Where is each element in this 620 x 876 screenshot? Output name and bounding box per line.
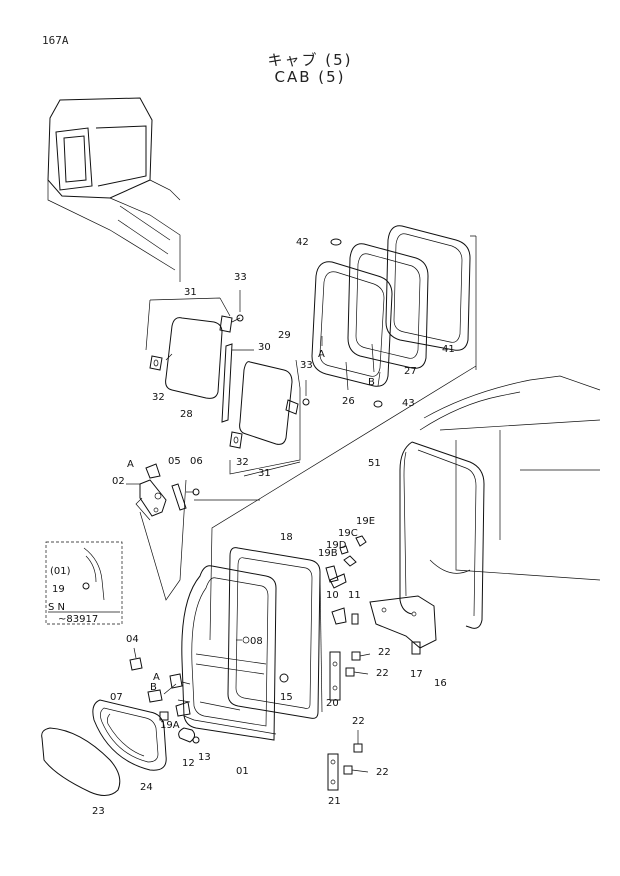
part-label-p18: 18 (280, 532, 293, 543)
part-label-p16: 16 (434, 678, 447, 689)
title-english: CAB (5) (274, 68, 346, 86)
door-seal-24 (92, 699, 167, 771)
part-label-p19D: 19D (326, 540, 347, 551)
part-label-p20: 20 (326, 698, 339, 709)
part-label-pB3: B (150, 682, 157, 693)
upper-window-frames (311, 225, 477, 408)
inset-labels: (01) 19 S N~83917 (48, 566, 98, 625)
panel-23 (41, 727, 121, 796)
part-label-p23: 23 (92, 806, 105, 817)
part-label-p13: 13 (198, 752, 211, 763)
part-label-p01: 01 (236, 766, 249, 777)
window-glass-front (221, 343, 310, 477)
part-label-p32a: 32 (152, 392, 165, 403)
inset-label: (01) (50, 566, 71, 577)
part-label-p27: 27 (404, 366, 417, 377)
part-label-p28: 28 (180, 409, 193, 420)
window-glass-rear (145, 290, 244, 399)
bracket-16 (369, 595, 437, 655)
door-lock-assembly (126, 463, 200, 521)
part-label-pB1: B (368, 377, 375, 388)
part-label-p19B: 19B (318, 548, 338, 559)
part-label-p42: 42 (296, 237, 309, 248)
part-label-p08: 08 (250, 636, 263, 647)
part-label-p33a: 33 (234, 272, 247, 283)
part-label-p22d: 22 (376, 767, 389, 778)
part-label-p41: 41 (442, 344, 455, 355)
part-label-p10: 10 (326, 590, 339, 601)
door-frames (181, 547, 323, 741)
part-label-p51: 51 (368, 458, 381, 469)
inset-label: S N (48, 602, 65, 613)
part-label-p04: 04 (126, 634, 139, 645)
part-label-p21: 21 (328, 796, 341, 807)
part-label-p19E: 19E (356, 516, 375, 527)
side-window-frame-51 (399, 375, 601, 629)
part-label-p15: 15 (280, 692, 293, 703)
part-label-p24: 24 (140, 782, 153, 793)
part-label-pA1: A (318, 349, 325, 360)
part-label-p32b: 32 (236, 457, 249, 468)
part-label-p11: 11 (348, 590, 361, 601)
part-label-p06: 06 (190, 456, 203, 467)
part-label-p22a: 22 (378, 647, 391, 658)
part-label-p30: 30 (258, 342, 271, 353)
part-label-p43: 43 (402, 398, 415, 409)
cab-thumbnail (47, 97, 181, 282)
page-number: 167A (42, 34, 69, 47)
part-label-p26: 26 (342, 396, 355, 407)
part-label-p17: 17 (410, 669, 423, 680)
serial-inset-box (45, 541, 123, 625)
part-label-p31b: 31 (258, 468, 271, 479)
part-label-p29: 29 (278, 330, 291, 341)
guide-lines (139, 365, 477, 641)
lower-small-parts (129, 647, 289, 744)
part-label-p05: 05 (168, 456, 181, 467)
inset-label: 19 (52, 584, 65, 595)
part-label-p07: 07 (110, 692, 123, 703)
part-label-p02: 02 (112, 476, 125, 487)
title-japanese: キャブ (5) (267, 51, 353, 69)
part-label-p22b: 22 (376, 668, 389, 679)
hinge-parts (325, 535, 371, 791)
part-label-p31a: 31 (184, 287, 197, 298)
part-label-p33b: 33 (300, 360, 313, 371)
part-label-p12: 12 (182, 758, 195, 769)
part-label-p19A: 19A (160, 720, 180, 731)
part-label-pA2: A (127, 459, 134, 470)
inset-label: ~83917 (58, 614, 98, 625)
part-label-pA3: A (153, 672, 160, 683)
part-label-p19C: 19C (338, 528, 358, 539)
part-label-p22c: 22 (352, 716, 365, 727)
